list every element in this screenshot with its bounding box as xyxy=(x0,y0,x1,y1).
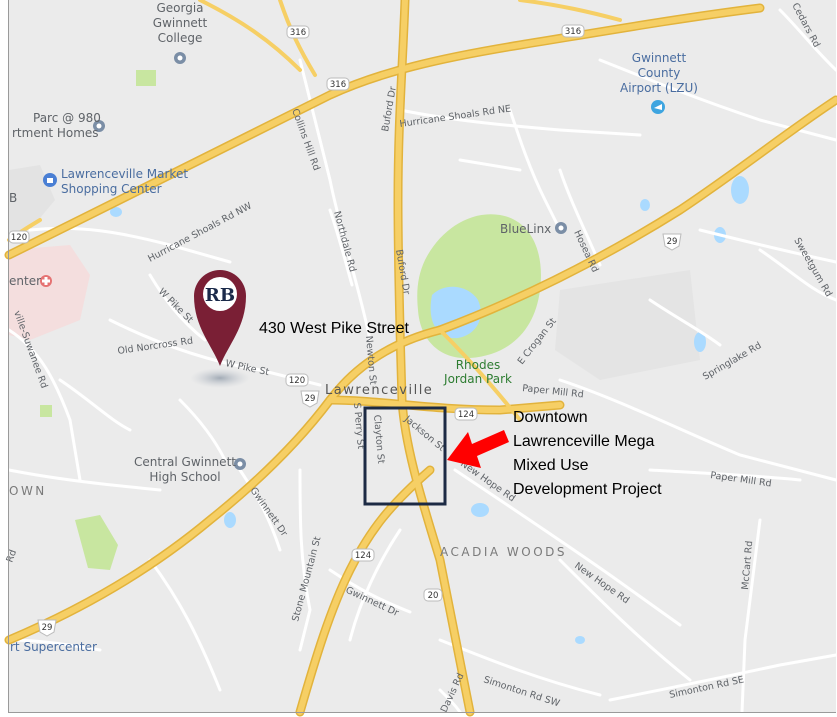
shield-20: 20 xyxy=(423,588,443,602)
poi-label: Shopping Center xyxy=(61,182,162,196)
svg-text:120: 120 xyxy=(11,233,27,243)
street-label: McCart Rd xyxy=(740,540,755,590)
highways xyxy=(4,0,837,717)
street-label: S Perry St xyxy=(351,402,366,449)
airplane-icon xyxy=(651,100,665,114)
shield-120-b: 120 xyxy=(285,373,309,387)
shopping-bag-icon xyxy=(43,173,57,187)
svg-text:316: 316 xyxy=(565,27,581,37)
svg-text:316: 316 xyxy=(330,80,346,90)
park-label: Jordan Park xyxy=(443,372,512,386)
svg-text:120: 120 xyxy=(289,376,305,386)
map-frame xyxy=(8,0,836,713)
callout-line: Mixed Use xyxy=(513,457,589,474)
development-area-box xyxy=(363,406,447,506)
route-shields: 316 316 316 120 120 29 29 29 xyxy=(8,24,682,637)
poi-label: BlueLinx xyxy=(500,222,551,236)
shield-29-a: 29 xyxy=(300,390,320,408)
shield-29-c: 29 xyxy=(37,619,57,637)
svg-text:29: 29 xyxy=(42,623,53,633)
poi-label: rt Supercenter xyxy=(10,640,97,654)
place-label: B xyxy=(9,191,17,205)
shield-120-a: 120 xyxy=(8,230,30,244)
school-pin-icon xyxy=(234,458,246,470)
callout-line: Lawrenceville Mega xyxy=(513,433,655,450)
rb-logo: RB xyxy=(205,285,235,306)
school-label: High School xyxy=(149,470,220,484)
place-label: rtment Homes xyxy=(12,126,99,140)
red-arrow-icon xyxy=(447,430,509,468)
city-label: Lawrenceville xyxy=(325,383,433,398)
park-label: Rhodes xyxy=(456,358,501,372)
development-callout: Downtown Lawrenceville Mega Mixed Use De… xyxy=(513,409,662,498)
property-address-label: 430 West Pike Street xyxy=(259,320,410,337)
poi-label: Lawrenceville Market xyxy=(61,167,188,181)
svg-text:29: 29 xyxy=(305,394,316,404)
svg-text:124: 124 xyxy=(458,410,474,420)
poi-label: Gwinnett xyxy=(632,51,687,65)
poi-icons xyxy=(40,52,665,470)
neighborhood-label: ACADIA WOODS xyxy=(440,545,567,559)
svg-text:316: 316 xyxy=(290,28,306,38)
callout-line: Downtown xyxy=(513,409,588,426)
neighborhood-label: OWN xyxy=(9,484,47,498)
street-label: Clayton St xyxy=(371,414,386,464)
shield-124-a: 124 xyxy=(454,407,478,421)
svg-text:20: 20 xyxy=(428,591,439,601)
shield-316-b: 316 xyxy=(286,25,310,39)
property-marker: RB xyxy=(190,270,250,388)
poi-label: County xyxy=(638,66,681,80)
place-label: Georgia xyxy=(156,1,203,15)
shield-316-c: 316 xyxy=(326,77,350,91)
poi-label: Airport (LZU) xyxy=(620,81,698,95)
shield-29-b: 29 xyxy=(662,233,682,251)
hospital-icon xyxy=(40,275,52,287)
marker-shadow xyxy=(190,368,250,388)
callout-line: Development Project xyxy=(513,481,662,498)
apartment-pin-icon xyxy=(93,120,105,132)
college-pin-icon xyxy=(174,52,186,64)
school-label: Central Gwinnett xyxy=(134,455,236,469)
shield-316-a: 316 xyxy=(561,24,585,38)
poi-label: enter xyxy=(9,274,41,288)
shield-124-b: 124 xyxy=(351,548,375,562)
place-label: Parc @ 980 xyxy=(33,111,101,125)
business-pin-icon xyxy=(555,222,567,234)
street-label: Newton St xyxy=(363,335,378,385)
svg-text:29: 29 xyxy=(667,237,678,247)
place-label: College xyxy=(158,31,203,45)
place-label: Gwinnett xyxy=(153,16,208,30)
minor-roads xyxy=(7,8,837,714)
svg-text:124: 124 xyxy=(355,551,371,561)
